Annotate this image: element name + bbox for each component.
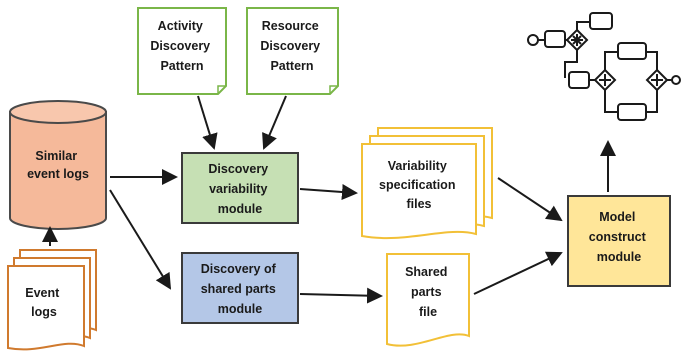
event-logs-stack: Event logs	[7, 249, 97, 351]
resource-pattern-line-3: Pattern	[270, 59, 313, 73]
arrow-variability-to-files	[299, 184, 358, 200]
start-event-icon	[527, 34, 539, 46]
model-construct-label: Model construct module	[589, 210, 649, 264]
discovery-shared-parts-module: Discovery of shared parts module	[181, 252, 299, 324]
task-icon	[544, 30, 566, 48]
variability-module-line-2: variability	[209, 182, 267, 196]
arrow-shared-parts-to-file	[299, 287, 383, 304]
shared-parts-module-label: Discovery of shared parts module	[201, 262, 280, 316]
activity-discovery-pattern-node: Activity Discovery Pattern	[137, 7, 227, 95]
resource-pattern-label: Resource Discovery Pattern	[260, 19, 323, 73]
arrow-activity-to-variability	[197, 95, 218, 150]
process-flow-line	[564, 50, 578, 78]
activity-pattern-shape	[137, 7, 227, 95]
model-construct-box	[567, 195, 671, 287]
task-icon	[617, 103, 647, 121]
similar-logs-line-1: Similar	[35, 149, 77, 163]
task-icon	[568, 71, 590, 89]
model-construct-module: Model construct module	[567, 195, 671, 287]
shared-parts-module-line-3: module	[218, 302, 262, 316]
database-top	[9, 100, 107, 124]
variability-files-line-1: Variability	[388, 159, 447, 173]
activity-pattern-label: Activity Discovery Pattern	[150, 19, 213, 73]
similar-event-logs-database: Similar event logs	[9, 100, 107, 230]
shared-parts-module-box	[181, 252, 299, 324]
process-flow-line	[604, 90, 618, 113]
end-event-icon	[671, 75, 681, 85]
shared-parts-file-label: Shared parts file	[405, 265, 451, 319]
model-construct-line-3: module	[597, 250, 641, 264]
resource-pattern-fold	[329, 85, 338, 94]
process-flow-line	[604, 51, 618, 70]
discovery-variability-module: Discovery variability module	[181, 152, 299, 224]
task-icon	[617, 42, 647, 60]
model-construct-line-2: construct	[589, 230, 647, 244]
database-body	[9, 111, 107, 230]
activity-pattern-line-3: Pattern	[160, 59, 203, 73]
process-flow-line	[646, 51, 658, 70]
variability-module-label: Discovery variability module	[208, 162, 271, 216]
variability-files-label: Variability specification files	[379, 159, 459, 211]
variability-module-line-1: Discovery	[208, 162, 268, 176]
process-flow-line	[576, 21, 590, 30]
gateway-mark-icon	[571, 34, 583, 46]
similar-logs-line-2: event logs	[27, 167, 89, 181]
variability-module-box	[181, 152, 299, 224]
gateway-mark-icon	[599, 74, 611, 86]
task-icon	[589, 12, 613, 30]
shared-parts-file: Shared parts file	[386, 253, 470, 347]
process-flow-line	[646, 90, 658, 113]
arrow-logs-to-shared-parts	[109, 189, 172, 290]
variability-files-line-2: specification	[379, 178, 455, 192]
event-logs-line-2: logs	[31, 305, 57, 319]
similar-logs-label: Similar event logs	[27, 149, 89, 181]
arrow-files-to-model-construct	[497, 177, 563, 222]
model-construct-line-1: Model	[599, 210, 635, 224]
arrow-shared-file-to-model-construct	[473, 251, 563, 295]
variability-files-line-3: files	[406, 197, 431, 211]
resource-pattern-line-1: Resource	[262, 19, 319, 33]
shared-parts-file-shape	[386, 253, 470, 347]
variability-module-line-3: module	[218, 202, 262, 216]
activity-pattern-line-1: Activity	[158, 19, 203, 33]
arrow-resource-to-variability	[262, 95, 287, 150]
resource-discovery-pattern-node: Resource Discovery Pattern	[246, 7, 339, 95]
process-model-icon	[527, 12, 681, 121]
event-logs-page-front	[7, 265, 85, 351]
shared-parts-file-line-2: parts	[411, 285, 442, 299]
activity-pattern-line-2: Discovery	[150, 39, 210, 53]
resource-pattern-line-2: Discovery	[260, 39, 320, 53]
shared-parts-module-line-2: shared parts	[201, 282, 276, 296]
shared-parts-file-line-1: Shared	[405, 265, 447, 279]
resource-pattern-shape	[246, 7, 339, 95]
event-logs-label: Event logs	[25, 286, 63, 319]
variability-specification-files: Variability specification files	[361, 127, 493, 240]
connectors	[42, 95, 616, 304]
variability-files-page-front	[361, 143, 477, 240]
shared-parts-module-line-1: Discovery of	[201, 262, 277, 276]
event-logs-line-1: Event	[25, 286, 60, 300]
activity-pattern-fold	[217, 85, 226, 94]
gateway-mark-icon	[651, 74, 663, 86]
shared-parts-file-line-3: file	[419, 305, 437, 319]
